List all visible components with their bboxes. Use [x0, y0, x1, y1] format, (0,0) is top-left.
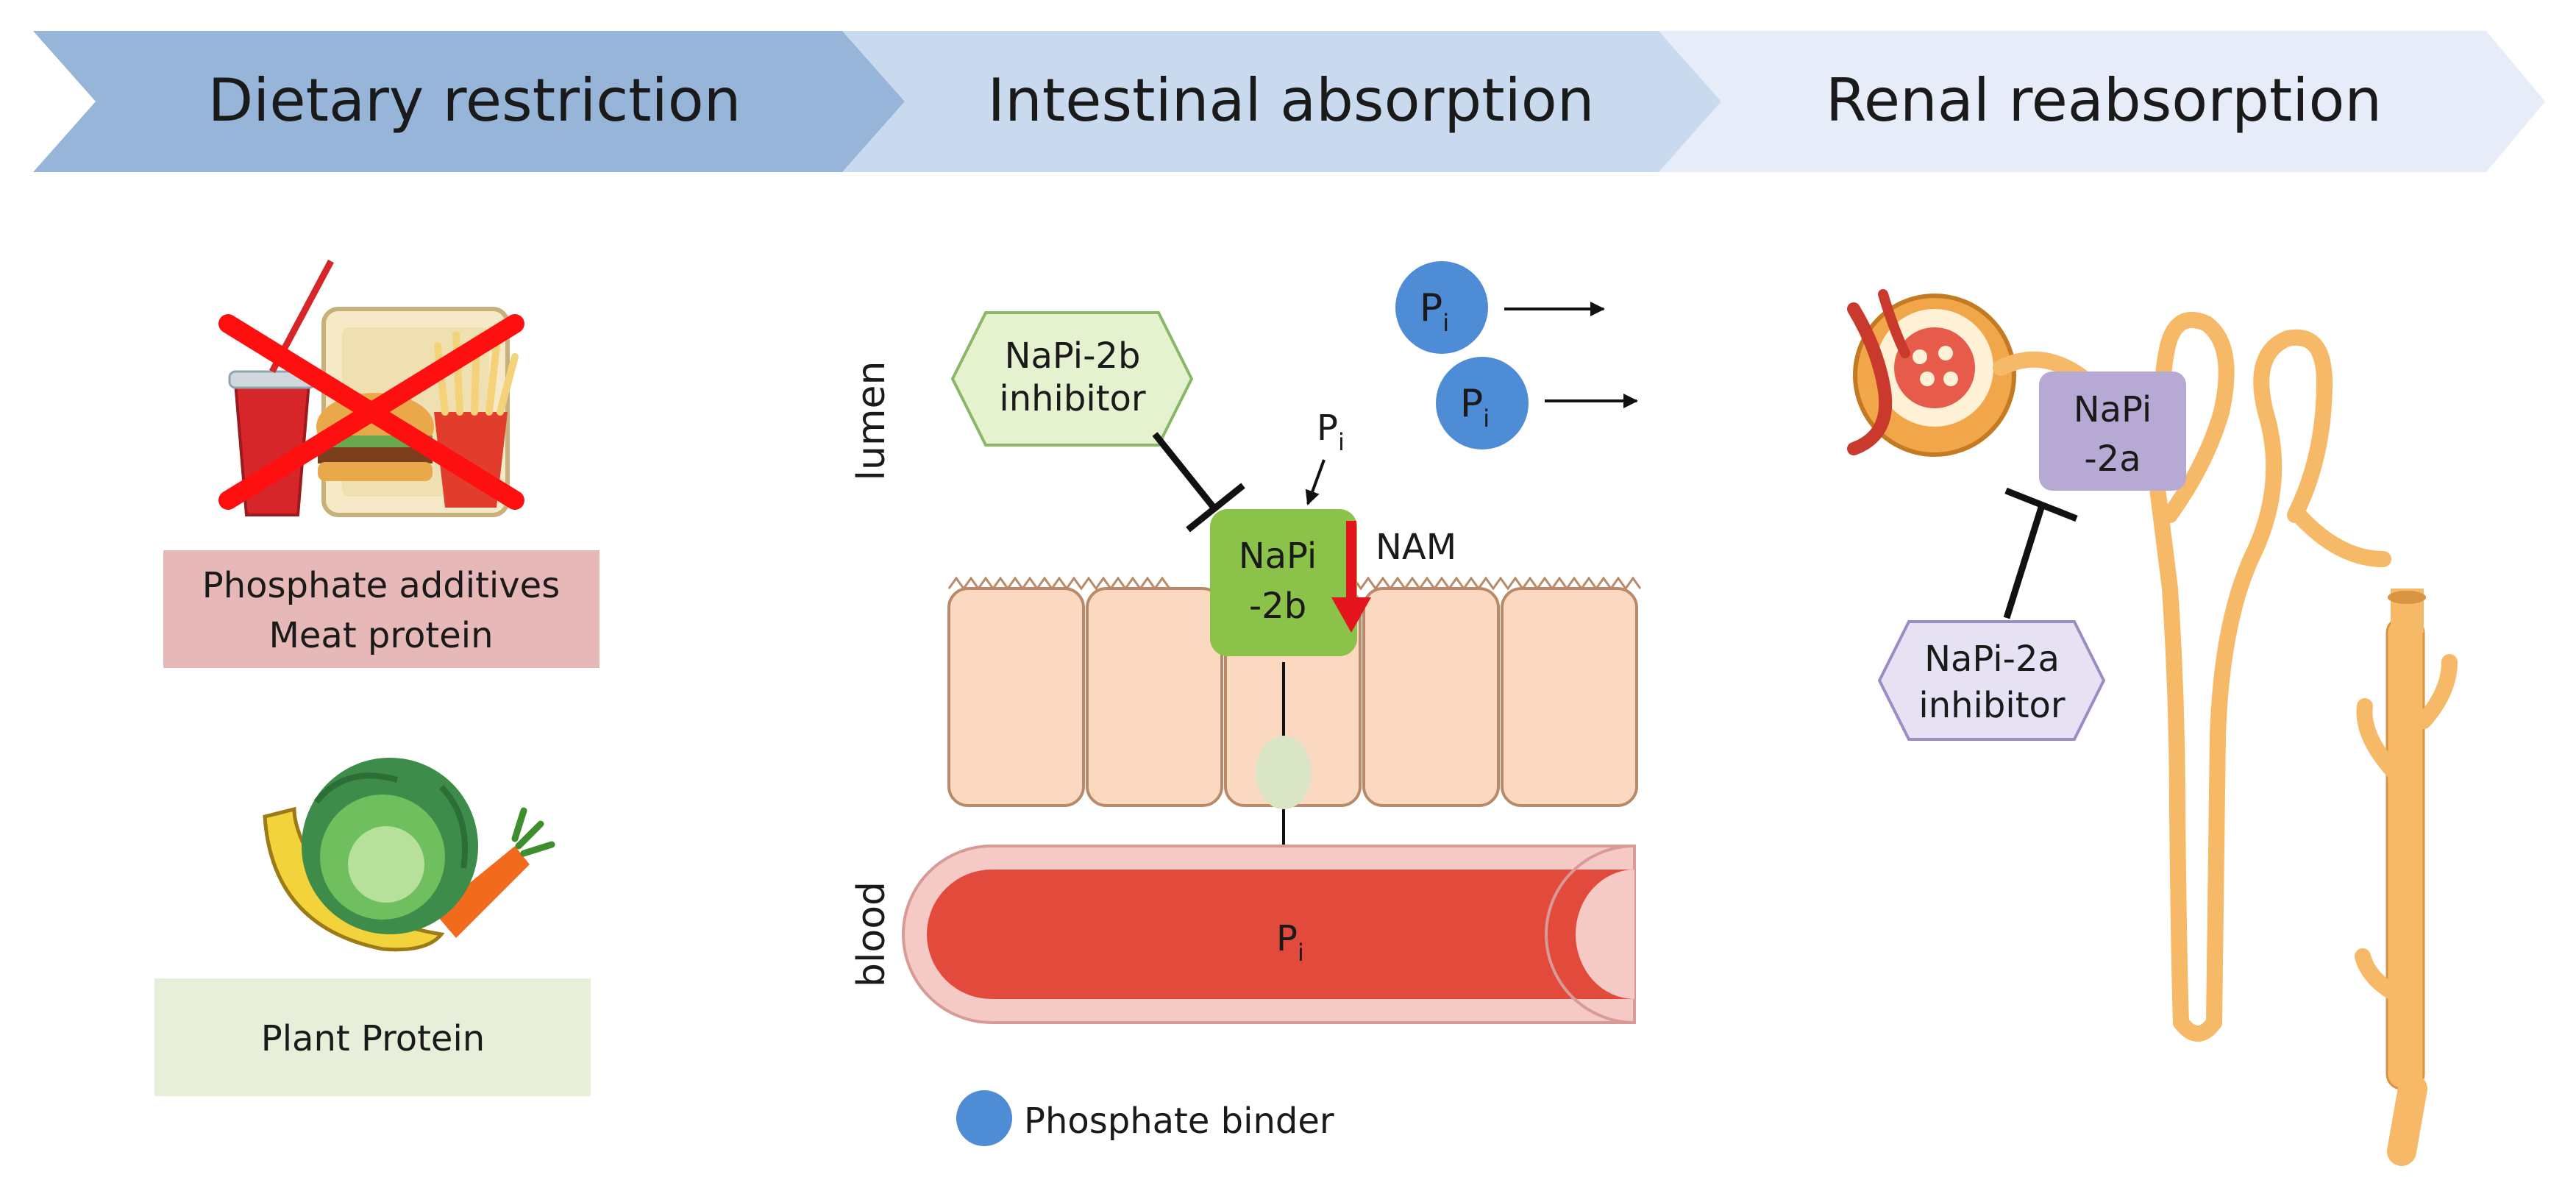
label-lumen: lumen [850, 360, 894, 480]
legend-binder-icon [956, 1090, 1012, 1146]
svg-text:Pi: Pi [1420, 286, 1449, 337]
svg-text:Pi: Pi [1460, 382, 1490, 433]
napi-2a-transporter: NaPi -2a [2039, 372, 2186, 491]
label-blood: blood [850, 881, 894, 987]
legend: Phosphate binder [956, 1090, 1334, 1146]
napi-2a-inhibitor: NaPi-2a inhibitor [1877, 620, 2106, 741]
phosphate-binder-2: Pi [1436, 357, 1638, 449]
napi-2a-inhibitor-line1: NaPi-2a [1924, 639, 2060, 680]
pi-blood-label: Pi [1276, 918, 1304, 967]
nephron-illustration [1847, 289, 2458, 1166]
napi-2a-line1: NaPi [2074, 389, 2152, 430]
chevron-intestinal [842, 31, 1721, 172]
header-renal-reabsorption: Renal reabsorption [1826, 66, 2382, 135]
napi-2b-line1: NaPi [1239, 536, 1317, 577]
pi-uptake-arrow [1305, 459, 1326, 505]
napi-2b-inhibitor-line1: NaPi-2b [1005, 335, 1141, 377]
header-chevrons: Dietary restriction Intestinal absorptio… [33, 31, 2545, 172]
phosphate-binder-1: Pi [1395, 261, 1605, 354]
legend-binder-label: Phosphate binder [1024, 1101, 1334, 1142]
label-meat-protein: Meat protein [268, 615, 493, 656]
blood-vessel [902, 845, 1636, 1024]
pi-lumen-label: Pi [1317, 408, 1345, 456]
chevron-dietary [33, 31, 905, 172]
header-dietary-restriction: Dietary restriction [208, 66, 741, 135]
header-intestinal-absorption: Intestinal absorption [988, 66, 1595, 135]
basolateral-vesicle [1256, 736, 1312, 809]
nam-arrow [1331, 521, 1371, 633]
binder2-pi: P [1460, 382, 1483, 426]
bad-diet-label-box: Phosphate additives Meat protein [163, 550, 599, 668]
napi-2b-line2: -2b [1249, 586, 1306, 627]
inhibition-line-2b [1152, 432, 1245, 533]
napi-2b-inhibitor: NaPi-2b inhibitor [950, 311, 1194, 447]
napi-2b-inhibitor-line2: inhibitor [999, 378, 1146, 419]
label-plant-protein: Plant Protein [261, 1018, 485, 1059]
fast-food-illustration [218, 259, 524, 517]
good-diet-label-box: Plant Protein [154, 978, 591, 1096]
nam-label: NAM [1376, 527, 1456, 568]
chevron-renal [1659, 31, 2545, 172]
napi-2b-transporter: NaPi -2b [1210, 509, 1357, 656]
napi-2a-line2: -2a [2084, 438, 2141, 480]
plant-food-illustration [263, 758, 555, 952]
napi-2a-inhibitor-line2: inhibitor [1918, 685, 2066, 726]
binder1-pi: P [1420, 286, 1442, 330]
inhibition-line-2a [2003, 487, 2078, 619]
label-phosphate-additives: Phosphate additives [202, 565, 560, 606]
